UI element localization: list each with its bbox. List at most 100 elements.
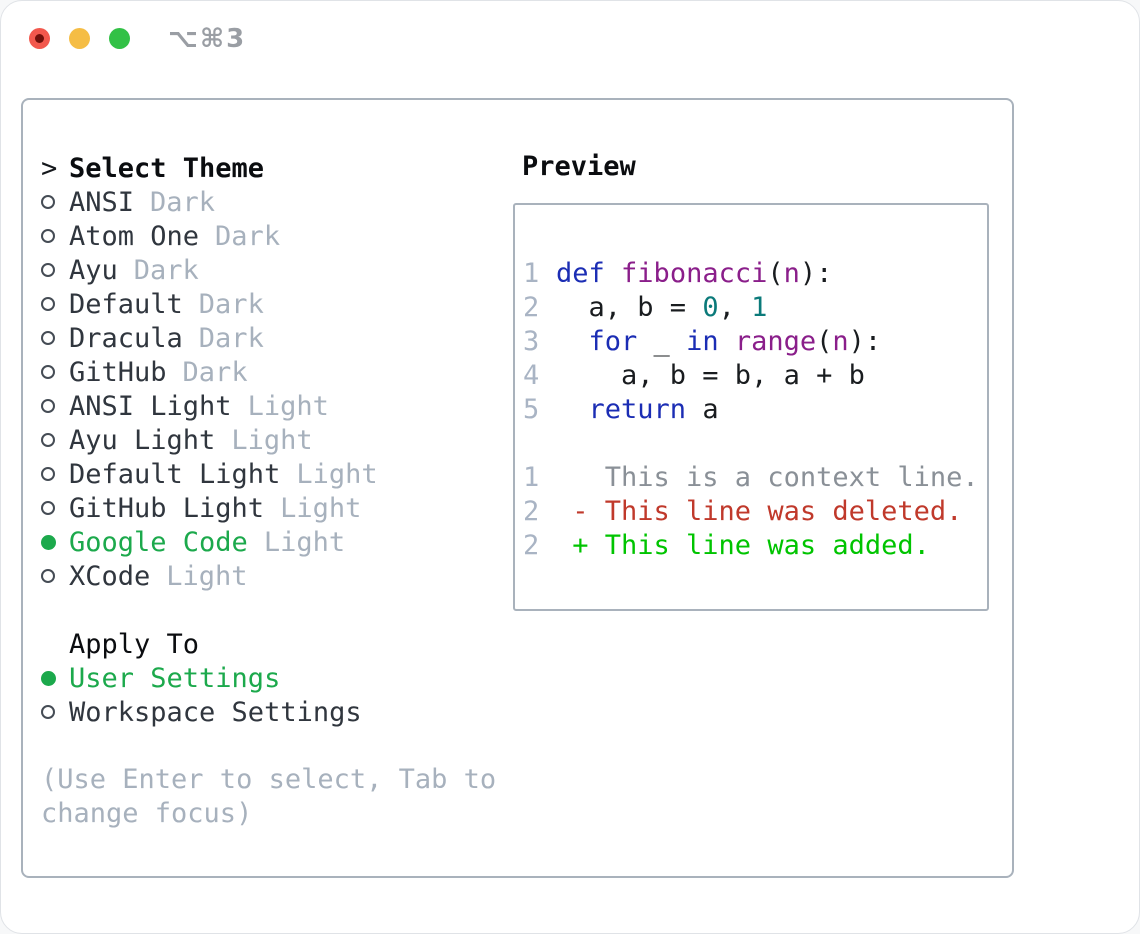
radio-icon (41, 195, 55, 209)
select-theme-title: Select Theme (69, 152, 265, 184)
radio-cell (41, 195, 69, 209)
code-segment-pl: ( (816, 325, 833, 357)
diff-text: - This line was deleted. (556, 495, 963, 527)
code-segment-pl: a, b = b, a + b (556, 359, 865, 391)
radio-icon (41, 297, 55, 311)
radio-cell (41, 263, 69, 277)
minimize-button[interactable] (69, 28, 90, 49)
radio-icon (41, 467, 55, 481)
diff-line-deleted: 2 - This line was deleted. (523, 494, 987, 528)
radio-cell (41, 534, 69, 550)
code-segment-fn: n (783, 257, 800, 289)
radio-icon (41, 229, 55, 243)
code-segment-fn: n (832, 325, 849, 357)
theme-tag: Light (280, 492, 362, 524)
code-segment-pl (556, 326, 589, 357)
theme-name: Google Code (69, 526, 248, 558)
code-text: def fibonacci(n): (556, 258, 832, 289)
theme-tag: Dark (198, 322, 264, 354)
select-theme-header-row: > Select Theme (41, 151, 496, 185)
line-number: 4 (523, 359, 540, 391)
code-segment-num: 0 (702, 291, 719, 323)
line-number: 1 (523, 461, 540, 493)
code-line: 1 def fibonacci(n): (523, 256, 987, 290)
theme-option-xcode[interactable]: XCode Light (41, 559, 496, 593)
code-line: 5 return a (523, 392, 987, 426)
radio-cell (41, 433, 69, 447)
apply-option-label: User Settings (69, 662, 281, 694)
theme-name: Dracula (69, 322, 183, 354)
code-segment-pl: ): (799, 257, 833, 289)
theme-name: ANSI Light (69, 390, 232, 422)
radio-selected-icon (41, 670, 56, 686)
radio-selected-icon (41, 534, 56, 550)
theme-name: GitHub Light (69, 492, 265, 524)
line-number: 1 (523, 257, 540, 289)
apply-option-label: Workspace Settings (69, 696, 362, 728)
theme-tag: Light (231, 424, 313, 456)
theme-option-google-code[interactable]: Google Code Light (41, 525, 496, 559)
code-segment-kw: def (556, 257, 605, 289)
code-segment-pl: a, b = (556, 291, 703, 323)
apply-option-workspace-settings[interactable]: Workspace Settings (41, 695, 496, 729)
diff-text: + This line was added. (556, 529, 930, 561)
code-line: 2 a, b = 0, 1 (523, 290, 987, 324)
radio-icon (41, 263, 55, 277)
theme-name: GitHub (69, 356, 167, 388)
apply-to-title: Apply To (69, 628, 200, 660)
theme-name: Default (69, 288, 183, 320)
diff-preview: 1 This is a context line.2 - This line w… (523, 460, 987, 562)
theme-option-ayu[interactable]: Ayu Dark (41, 253, 496, 287)
radio-cell (41, 331, 69, 345)
radio-cell (41, 467, 69, 481)
theme-tag: Light (263, 526, 346, 558)
titlebar: ⌥⌘3 (1, 1, 1139, 98)
code-text: for _ in range(n): (556, 325, 882, 357)
spacer (41, 593, 496, 627)
code-segment-fn: range (734, 325, 817, 357)
line-number: 2 (523, 495, 540, 527)
diff-line-context: 1 This is a context line. (523, 460, 987, 494)
zoom-button[interactable] (109, 28, 130, 49)
code-segment-pl (719, 326, 735, 357)
theme-name: Default Light (69, 458, 281, 490)
theme-option-github-light[interactable]: GitHub Light Light (41, 491, 496, 525)
theme-tag: Dark (133, 254, 199, 286)
diff-text: This is a context line. (556, 461, 979, 493)
theme-tag: Light (166, 560, 248, 592)
diff-line-added: 2 + This line was added. (523, 528, 987, 562)
radio-cell (41, 705, 69, 719)
code-segment-pl: ): (848, 325, 882, 357)
radio-cell (41, 501, 69, 515)
theme-option-dracula[interactable]: Dracula Dark (41, 321, 496, 355)
radio-cell (41, 229, 69, 243)
window-title: ⌥⌘3 (168, 24, 247, 54)
code-segment-pl: _ (637, 325, 687, 357)
code-segment-kw: in (686, 325, 719, 357)
code-text: a, b = b, a + b (556, 360, 865, 391)
code-segment-fn: fibonacci (621, 257, 768, 289)
theme-option-default-light[interactable]: Default Light Light (41, 457, 496, 491)
theme-name: XCode (69, 560, 151, 592)
code-segment-pl: a (686, 393, 719, 425)
theme-tag: Light (296, 458, 378, 490)
traffic-lights (29, 28, 130, 49)
theme-name: Ayu (69, 254, 118, 286)
code-segment-pl: , (718, 291, 752, 323)
apply-option-user-settings[interactable]: User Settings (41, 661, 496, 695)
help-text: (Use Enter to select, Tab to change focu… (41, 764, 497, 829)
code-segment-kw: for (588, 325, 638, 357)
close-button[interactable] (29, 28, 50, 49)
